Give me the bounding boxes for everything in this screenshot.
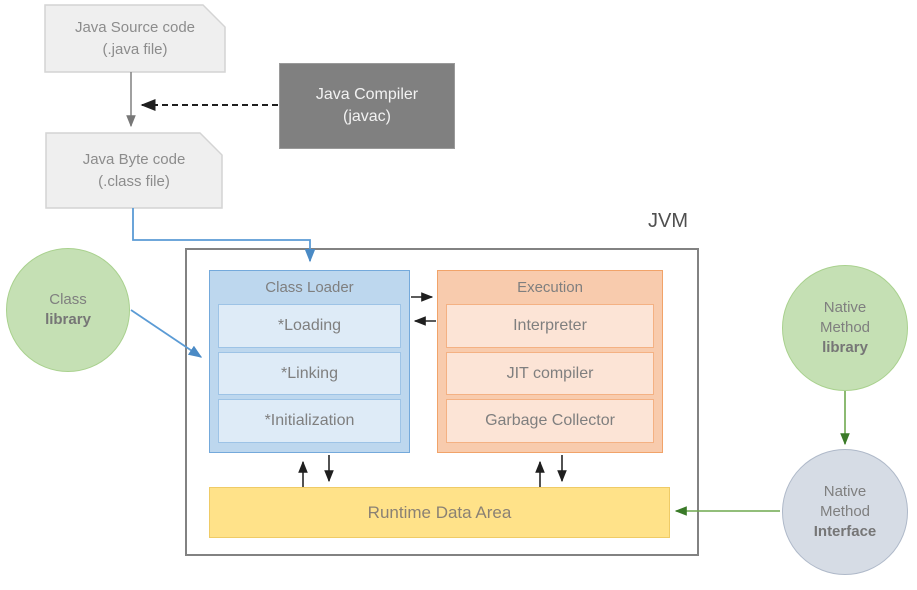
class-loader-item-linking: *Linking: [218, 351, 401, 396]
execution-item-jit-compiler: JIT compiler: [446, 351, 654, 396]
class-library-node: Class library: [6, 248, 130, 372]
native-method-interface-line3: Interface: [813, 523, 877, 541]
class-loader-node: Class Loader *Loading *Linking *Initiali…: [209, 270, 410, 453]
java-compiler-label-line1: Java Compiler: [315, 85, 419, 103]
class-loader-item-initialization: *Initialization: [218, 399, 401, 444]
java-compiler-label-line2: (javac): [342, 108, 391, 125]
class-loader-items: *Loading *Linking *Initialization: [210, 304, 409, 452]
jvm-title: JVM: [648, 210, 688, 232]
execution-title: Execution: [517, 279, 583, 296]
native-method-library-node: Native Method library: [782, 265, 908, 391]
class-loader-item-loading: *Loading: [218, 304, 401, 348]
native-method-library-line1: Native: [823, 298, 867, 316]
java-source-line2: (.java file): [102, 40, 168, 58]
java-byte-code-line1: Java Byte code: [82, 150, 186, 168]
native-method-interface-node: Native Method Interface: [782, 449, 908, 575]
native-method-interface-line2: Method: [819, 502, 871, 520]
runtime-data-area-node: Runtime Data Area: [209, 487, 670, 538]
native-method-library-line2: Method: [819, 318, 871, 336]
java-source-label: Java Source code (.java file): [45, 5, 225, 72]
java-compiler-node: Java Compiler (javac): [279, 63, 455, 149]
native-method-interface-line1: Native: [823, 482, 867, 500]
java-byte-code-label: Java Byte code (.class file): [46, 133, 222, 208]
class-library-line1: Class: [49, 290, 87, 308]
execution-engine-node: Execution Interpreter JIT compiler Garba…: [437, 270, 663, 453]
execution-item-interpreter: Interpreter: [446, 304, 654, 348]
class-library-line2: library: [45, 311, 91, 328]
java-byte-code-line2: (.class file): [98, 172, 170, 190]
execution-items: Interpreter JIT compiler Garbage Collect…: [438, 304, 662, 452]
execution-item-garbage-collector: Garbage Collector: [446, 399, 654, 444]
class-loader-title: Class Loader: [265, 279, 354, 296]
java-source-line1: Java Source code: [74, 18, 196, 36]
native-method-library-line3: library: [822, 339, 868, 357]
